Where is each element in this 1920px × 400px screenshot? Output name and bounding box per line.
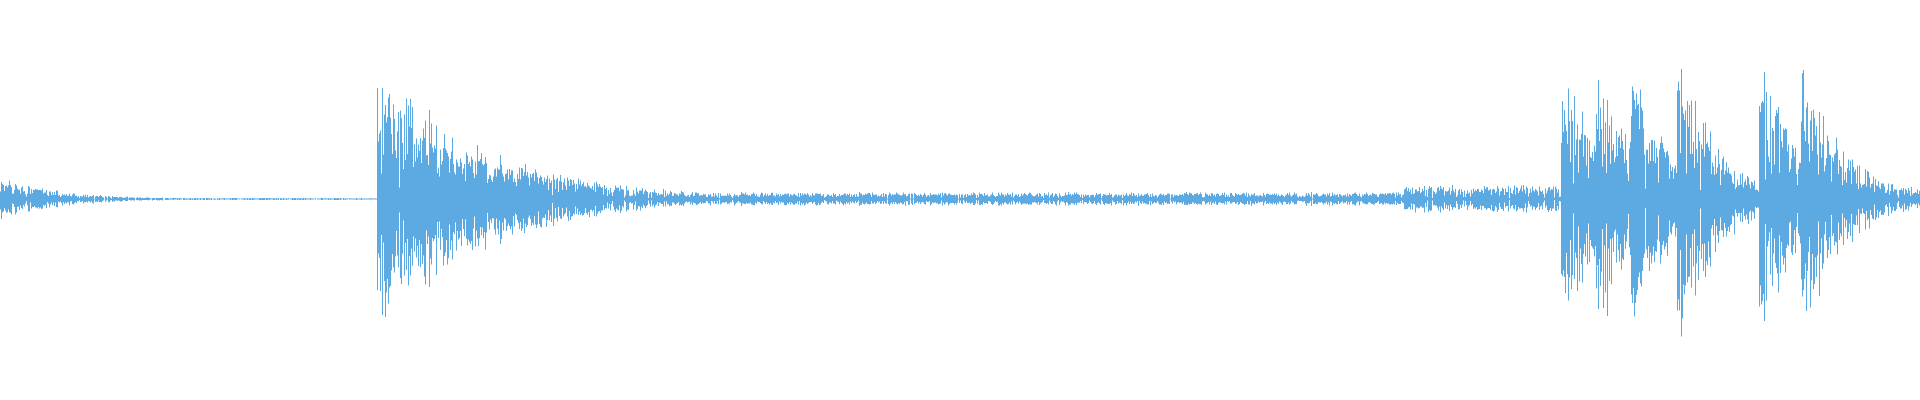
waveform-trace (0, 68, 1920, 337)
